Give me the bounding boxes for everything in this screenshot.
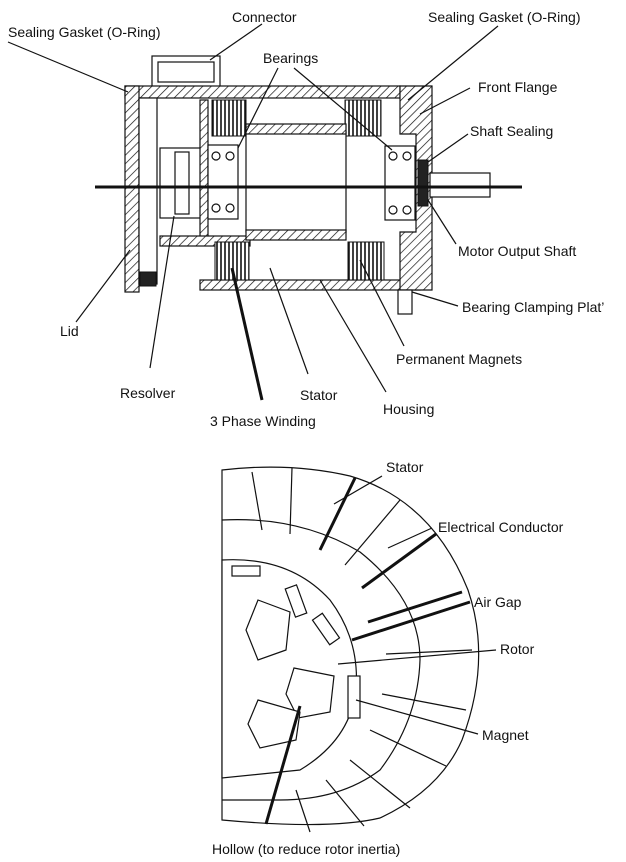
output-shaft [429,172,491,198]
rotor-stator-section: Stator Electrical Conductor Air Gap Roto… [212,459,564,857]
label-three-phase-winding: 3 Phase Winding [210,413,316,429]
motor-cross-section: Sealing Gasket (O-Ring) Connector Sealin… [7,9,604,429]
stator-top-lamination [211,99,247,137]
label-resolver: Resolver [120,385,176,401]
label-permanent-magnets: Permanent Magnets [396,351,522,367]
shaft-seal [417,159,429,207]
label-bearings: Bearings [263,50,318,66]
housing-bottom-wall [199,279,421,291]
connector-shape [151,55,221,89]
magnet-2 [284,584,308,618]
label-connector: Connector [232,9,297,25]
lid-shape [124,85,140,293]
hollow-pocket-2 [285,667,335,719]
label-sealing-gasket-left: Sealing Gasket (O-Ring) [8,24,161,40]
rotor-body [245,131,347,233]
hollow-pocket-1 [245,599,291,661]
label-stator-top: Stator [300,387,338,403]
label-hollow: Hollow (to reduce rotor inertia) [212,841,400,857]
label-housing: Housing [383,401,434,417]
label-front-flange: Front Flange [478,79,558,95]
label-lid: Lid [60,323,79,339]
housing-top-wall [124,85,401,99]
permanent-magnet-bottom [245,229,347,241]
label-shaft-sealing: Shaft Sealing [470,123,553,139]
magnet-1 [231,565,261,577]
hollow-pocket-3 [247,699,301,749]
label-sealing-gasket-right: Sealing Gasket (O-Ring) [428,9,581,25]
label-rotor: Rotor [500,641,535,657]
bearing-clamping-plate [397,289,413,315]
magnet-3 [311,612,341,646]
resolver-shape [159,147,203,219]
label-stator-bottom: Stator [386,459,424,475]
stator-slots [251,467,473,833]
stator-bottom-lamination [214,241,250,281]
label-air-gap: Air Gap [474,594,522,610]
permanent-magnet-top [245,123,347,135]
label-motor-output-shaft: Motor Output Shaft [458,243,576,259]
label-magnet: Magnet [482,727,529,743]
magnet-4 [347,675,361,719]
label-electrical-conductor: Electrical Conductor [438,519,564,535]
label-bearing-clamping-plate: Bearing Clamping Plat’ [462,299,604,315]
